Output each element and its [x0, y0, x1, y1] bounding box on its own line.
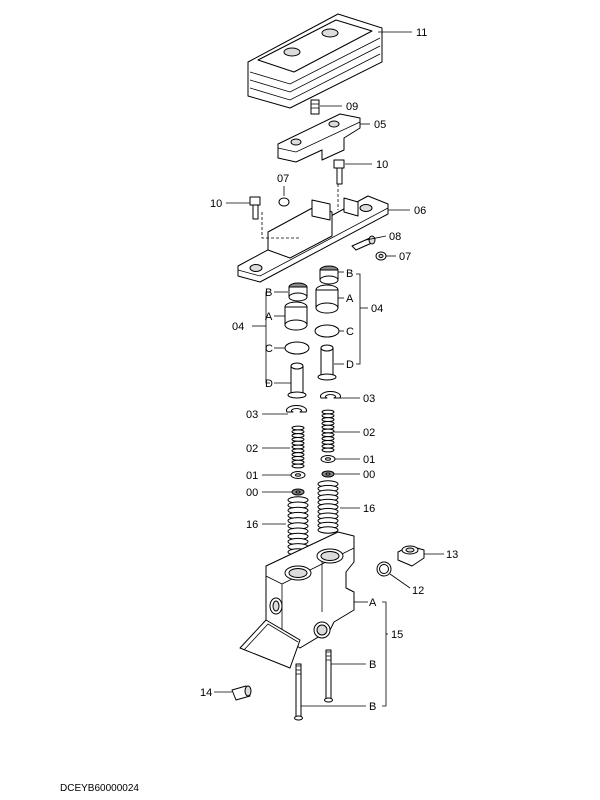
label-08: 08 [389, 231, 401, 243]
label-c-left: C [265, 343, 273, 355]
label-02-left: 02 [246, 443, 258, 455]
valve-body-part [239, 531, 388, 707]
label-14: 14 [200, 687, 212, 699]
washer-upper-part [278, 186, 290, 207]
spring-coil [321, 439, 335, 445]
label-05: 05 [374, 119, 386, 131]
spring-coil [291, 459, 305, 465]
small-spring-parts [262, 409, 360, 469]
spring-coil [291, 455, 305, 461]
label-15: 15 [391, 629, 403, 641]
label-07-right: 07 [399, 251, 411, 263]
spring-coil [321, 443, 335, 449]
lever-bracket-part [277, 113, 370, 163]
label-b-top: B [346, 268, 353, 280]
set-screw-part [310, 99, 342, 115]
cap-part [214, 685, 252, 701]
label-16-right: 16 [363, 503, 375, 515]
label-c-right: C [346, 326, 354, 338]
part-labels: 11 09 05 10 07 10 06 08 07 B A C D 04 B … [200, 27, 458, 713]
plunger-stack-right [314, 265, 368, 381]
cover-plate-part [247, 13, 412, 109]
spring-coil [291, 444, 305, 450]
large-spring-right [317, 480, 339, 534]
spring-coil [317, 526, 339, 534]
plug-part [397, 545, 444, 567]
spring-coil [321, 436, 335, 442]
drawing-code: DCEYB60000024 [60, 783, 139, 794]
label-d-right: D [346, 359, 354, 371]
label-00-right: 00 [363, 469, 375, 481]
label-a-top: A [346, 293, 354, 305]
spring-coil [321, 447, 335, 453]
o-ring-part [376, 561, 411, 589]
spring-coil [291, 452, 305, 458]
label-b-body-1: B [369, 659, 376, 671]
label-a-body: A [369, 597, 377, 609]
large-spring-left [287, 496, 309, 556]
spring-coil [321, 432, 335, 438]
plunger-stack-left [252, 282, 310, 399]
label-b-left: B [265, 287, 272, 299]
label-01-right: 01 [363, 454, 375, 466]
label-10-upper: 10 [376, 159, 388, 171]
pin-part [351, 235, 387, 251]
label-b-body-2: B [369, 701, 376, 713]
spring-coil [321, 428, 335, 434]
label-02-right: 02 [363, 427, 375, 439]
label-00-left: 00 [246, 487, 258, 499]
label-04-right: 04 [371, 303, 383, 315]
bolt-upper-part [333, 159, 372, 185]
label-01-left: 01 [246, 470, 258, 482]
large-spring-parts [262, 480, 360, 556]
pushrod-parts [294, 649, 366, 721]
spring-coil [321, 413, 335, 419]
label-11: 11 [416, 27, 427, 39]
label-09: 09 [346, 101, 358, 113]
spring-coil [291, 433, 305, 439]
label-16-left: 16 [246, 519, 258, 531]
label-a-left: A [265, 311, 273, 323]
c-clip-parts [262, 390, 360, 415]
label-06: 06 [414, 205, 426, 217]
bolt-left-part [226, 196, 261, 220]
spring-coil [321, 420, 335, 426]
label-13: 13 [446, 549, 458, 561]
spring-coil [291, 448, 305, 454]
base-plate-part [237, 184, 410, 283]
label-07-upper: 07 [277, 173, 289, 185]
label-10-left: 10 [210, 198, 222, 210]
spring-coil [321, 409, 335, 415]
spring-coil [321, 424, 335, 430]
label-d-left: D [265, 378, 273, 390]
spring-coil [291, 425, 305, 431]
spring-coil [291, 463, 305, 469]
label-12: 12 [412, 585, 424, 597]
spring-coil [291, 429, 305, 435]
label-04-left: 04 [232, 321, 244, 333]
label-03-left: 03 [246, 409, 258, 421]
spring-seat-parts [262, 455, 360, 479]
small-spring-right [321, 409, 335, 453]
spring-coil [291, 436, 305, 442]
shim-parts [262, 470, 360, 496]
spring-coil [321, 417, 335, 423]
label-03-right: 03 [363, 393, 375, 405]
washer-right-part [375, 251, 396, 261]
spring-coil [291, 440, 305, 446]
small-spring-left [291, 425, 305, 469]
